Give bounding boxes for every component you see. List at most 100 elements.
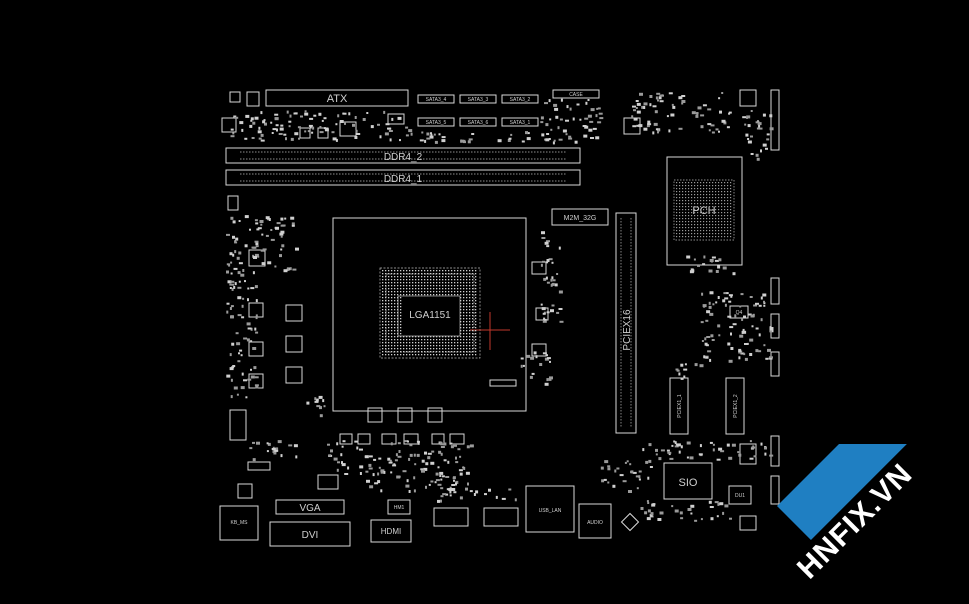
ball: [697, 206, 699, 208]
pad: [236, 393, 239, 396]
ddr4-slot-1[interactable]: DDR4_1: [225, 169, 581, 186]
pad: [703, 255, 706, 259]
usb-lan-port[interactable]: USB_LAN: [525, 485, 575, 533]
pin: [451, 339, 453, 341]
pad: [764, 446, 767, 450]
ball: [718, 227, 720, 229]
ball: [712, 194, 714, 196]
watermark-banner: HNFIX.VN: [769, 444, 969, 604]
pad: [352, 123, 355, 127]
pad: [260, 133, 264, 137]
pcie-x1-slot-2[interactable]: PCIEX1_2: [725, 377, 745, 435]
pin: [436, 291, 438, 293]
pin: [463, 330, 465, 332]
pad: [250, 119, 253, 122]
pad: [768, 357, 773, 360]
pin: [394, 294, 396, 296]
pin: [433, 354, 435, 356]
pad: [279, 254, 282, 258]
pad: [295, 455, 298, 459]
ball: [679, 197, 681, 199]
pin: [463, 333, 465, 335]
pin: [427, 354, 429, 356]
pad: [740, 293, 744, 296]
ball: [718, 200, 720, 202]
pin: [433, 282, 435, 284]
ball: [679, 236, 681, 238]
atx-connector[interactable]: ATX: [265, 89, 409, 107]
pad: [261, 262, 266, 266]
pad: [727, 315, 732, 318]
pad: [723, 292, 727, 295]
ball: [682, 209, 684, 211]
pcie-x16-slot[interactable]: PCIEX16: [615, 212, 637, 434]
ball: [712, 230, 714, 232]
pch-chip[interactable]: PCH: [666, 156, 743, 266]
pad: [545, 276, 548, 280]
ball: [727, 182, 729, 184]
pad: [756, 127, 759, 130]
m2-slot[interactable]: M2M_32G: [551, 208, 609, 226]
pin: [454, 285, 456, 287]
ball: [685, 209, 687, 211]
pad: [405, 134, 409, 137]
ball: [700, 218, 702, 220]
pin: [451, 348, 453, 350]
ball: [682, 218, 684, 220]
pad: [646, 125, 650, 128]
case-header[interactable]: CASE: [552, 89, 600, 99]
pad: [294, 132, 299, 136]
sio-chip[interactable]: SIO: [663, 462, 713, 500]
pcie-x1-slot-1[interactable]: PCIEX1_1: [669, 377, 689, 435]
pad: [572, 117, 575, 121]
pad: [638, 470, 642, 473]
vga-port[interactable]: VGA: [275, 499, 345, 515]
sata-connectors[interactable]: SATA3_4 SATA3_3 SATA3_2 SATA3_5 SATA3_6 …: [417, 94, 539, 127]
pad: [450, 445, 454, 449]
pad: [308, 124, 313, 127]
pad: [395, 453, 398, 457]
ball: [676, 197, 678, 199]
cpu-socket[interactable]: LGA1151: [332, 217, 527, 423]
pad: [544, 382, 549, 386]
pin: [442, 351, 444, 353]
pad: [278, 133, 283, 135]
dvi-port[interactable]: DVI: [269, 521, 351, 547]
ball: [676, 185, 678, 187]
pad: [257, 130, 262, 134]
pad: [654, 110, 658, 114]
pin: [469, 285, 471, 287]
pad: [390, 471, 393, 474]
pad: [630, 470, 634, 474]
pin: [448, 288, 450, 290]
hdmi-port[interactable]: HDMI: [370, 519, 412, 543]
ball: [694, 206, 696, 208]
audio-port[interactable]: AUDIO: [578, 503, 612, 539]
pin: [403, 354, 405, 356]
ball: [721, 200, 723, 202]
pin: [466, 303, 468, 305]
pin: [382, 312, 384, 314]
pin: [388, 279, 390, 281]
usb-ports[interactable]: [433, 507, 519, 527]
pin: [430, 279, 432, 281]
ball: [715, 194, 717, 196]
pad: [555, 115, 559, 119]
pad: [262, 120, 266, 124]
pad: [393, 463, 396, 466]
pad: [314, 400, 319, 403]
pin: [475, 321, 477, 323]
ball: [703, 233, 705, 235]
ball: [694, 203, 696, 205]
pad: [732, 323, 737, 326]
ball: [730, 224, 732, 226]
pad: [488, 488, 491, 492]
pad: [230, 395, 233, 399]
pin: [388, 354, 390, 356]
ddr4-slot-2[interactable]: DDR4_2: [225, 147, 581, 164]
pin: [424, 282, 426, 284]
kb-ms-port[interactable]: KB_MS: [219, 505, 259, 541]
pin: [382, 330, 384, 332]
pad: [423, 467, 428, 471]
